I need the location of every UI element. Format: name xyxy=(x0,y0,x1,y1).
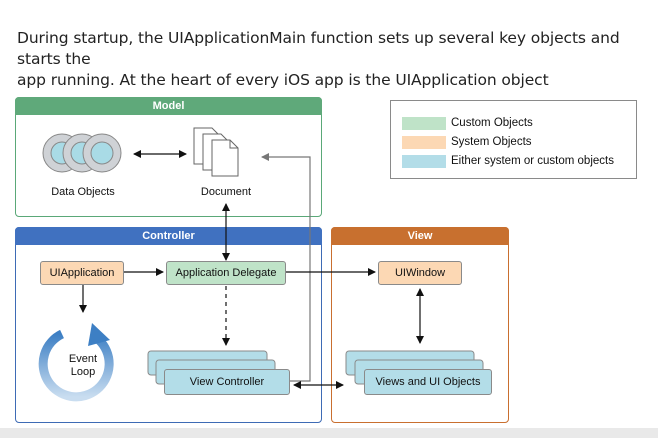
event-loop-label-line2: Loop xyxy=(70,366,96,378)
legend-label-system: System Objects xyxy=(451,136,532,148)
uiwindow-node: UIWindow xyxy=(378,261,462,285)
legend-swatch-either xyxy=(402,155,446,168)
legend-label-custom: Custom Objects xyxy=(451,117,533,129)
legend-swatch-system xyxy=(402,136,446,149)
view-group-header: View xyxy=(331,227,509,245)
intro-text: During startup, the UIApplicationMain fu… xyxy=(17,28,647,91)
bottom-band xyxy=(0,428,658,438)
legend-label-either: Either system or custom objects xyxy=(451,155,614,167)
legend-swatch-custom xyxy=(402,117,446,130)
document-icon xyxy=(193,127,239,177)
event-loop-icon xyxy=(38,323,114,402)
views-and-ui-objects-node: Views and UI Objects xyxy=(364,369,492,395)
uiapplication-node: UIApplication xyxy=(40,261,124,285)
model-group-header: Model xyxy=(15,97,322,115)
legend: Custom Objects System Objects Either sys… xyxy=(390,100,637,179)
intro-line-1: During startup, the UIApplicationMain fu… xyxy=(17,29,620,68)
application-delegate-node: Application Delegate xyxy=(166,261,286,285)
data-objects-label: Data Objects xyxy=(51,186,115,198)
data-objects-icon xyxy=(42,133,122,173)
view-controller-node: View Controller xyxy=(164,369,290,395)
intro-line-2: app running. At the heart of every iOS a… xyxy=(17,71,549,89)
event-loop-label-line1: Event xyxy=(68,353,98,365)
event-loop-label: Event Loop xyxy=(58,353,108,379)
document-label: Document xyxy=(200,186,252,198)
controller-group-header: Controller xyxy=(15,227,322,245)
